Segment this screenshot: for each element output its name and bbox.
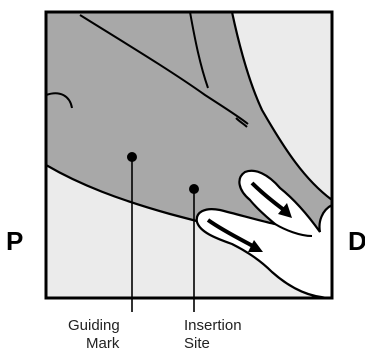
- guiding-mark-dot: [127, 152, 137, 162]
- proximal-label: P: [6, 226, 23, 256]
- insertion-site-dot: [189, 184, 199, 194]
- guiding-mark-label-line1: Guiding: [68, 317, 120, 334]
- insertion-site-label-line2: Site: [184, 335, 210, 352]
- guiding-mark-label-line2: Mark: [86, 335, 120, 352]
- distal-label: D: [348, 226, 365, 256]
- insertion-site-label-line1: Insertion: [184, 317, 242, 334]
